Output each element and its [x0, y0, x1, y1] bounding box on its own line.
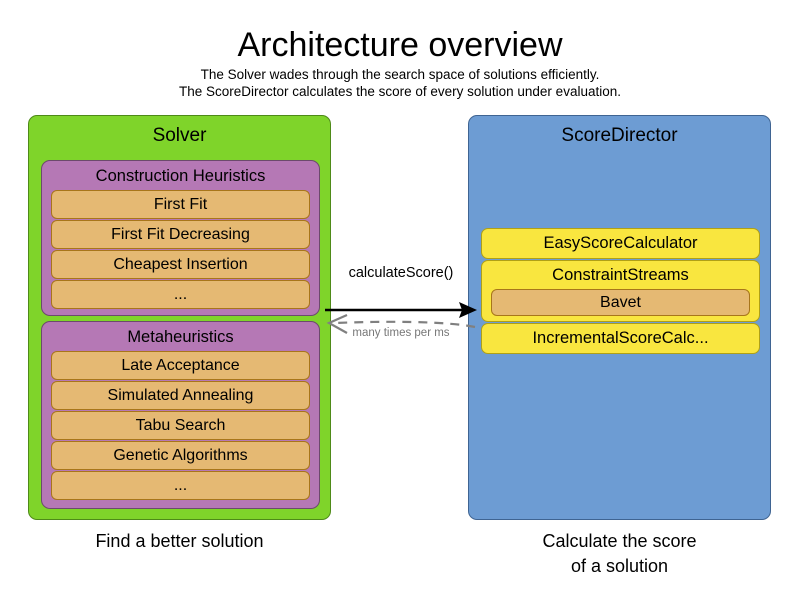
arrow-group: calculateScore() many times per ms	[325, 265, 477, 355]
arrow-calculate-score-label: calculateScore()	[348, 265, 454, 281]
arrow-return-head-icon	[326, 313, 348, 334]
arrow-many-times-per-ms-label: many times per ms	[352, 327, 450, 339]
caption-scoredirector-line-2: of a solution	[570, 556, 669, 576]
item-tabu-search: Tabu Search	[51, 410, 310, 440]
item-late-acceptance: Late Acceptance	[51, 350, 310, 380]
calculator-constraint-streams-label: ConstraintStreams	[552, 266, 689, 284]
item-first-fit-decreasing: First Fit Decreasing	[51, 219, 310, 249]
item-cheapest-insertion: Cheapest Insertion	[51, 249, 310, 279]
item-genetic-algorithms: Genetic Algorithms	[51, 440, 310, 470]
diagram-header: Architecture overview The Solver wades t…	[0, 24, 800, 100]
group-title-metaheuristics: Metaheuristics	[127, 328, 234, 346]
group-title-construction-heuristics: Construction Heuristics	[95, 167, 266, 185]
caption-scoredirector-line-1: Calculate the score	[542, 531, 697, 551]
solver-panel-title: Solver	[152, 125, 207, 146]
item-simulated-annealing: Simulated Annealing	[51, 380, 310, 410]
calculator-constraint-streams: ConstraintStreams Bavet	[481, 260, 760, 322]
scoredirector-panel: ScoreDirector EasyScoreCalculator Constr…	[468, 115, 771, 520]
solver-panel: Solver Construction Heuristics First Fit…	[28, 115, 331, 520]
group-metaheuristics: Metaheuristics Late Acceptance Simulated…	[41, 321, 320, 509]
arrow-call-head-icon	[459, 302, 477, 318]
group-construction-heuristics: Construction Heuristics First Fit First …	[41, 160, 320, 316]
calculator-easy-score-calculator: EasyScoreCalculator	[481, 228, 760, 259]
caption-solver: Find a better solution	[95, 531, 264, 551]
item-first-fit: First Fit	[51, 189, 310, 219]
item-construction-heuristics-more: ...	[51, 279, 310, 309]
subtitle-line-2: The ScoreDirector calculates the score o…	[179, 84, 621, 99]
page-title: Architecture overview	[237, 26, 563, 64]
item-metaheuristics-more: ...	[51, 470, 310, 500]
scoredirector-panel-title: ScoreDirector	[561, 125, 678, 146]
subtitle-line-1: The Solver wades through the search spac…	[200, 67, 600, 82]
caption-scoredirector: Calculate the score of a solution	[468, 529, 771, 579]
subitem-bavet: Bavet	[491, 289, 750, 316]
calculator-incremental-score-calculator: IncrementalScoreCalc...	[481, 323, 760, 354]
arrow-return-line	[334, 320, 476, 329]
arrow-lines-svg	[325, 302, 477, 334]
